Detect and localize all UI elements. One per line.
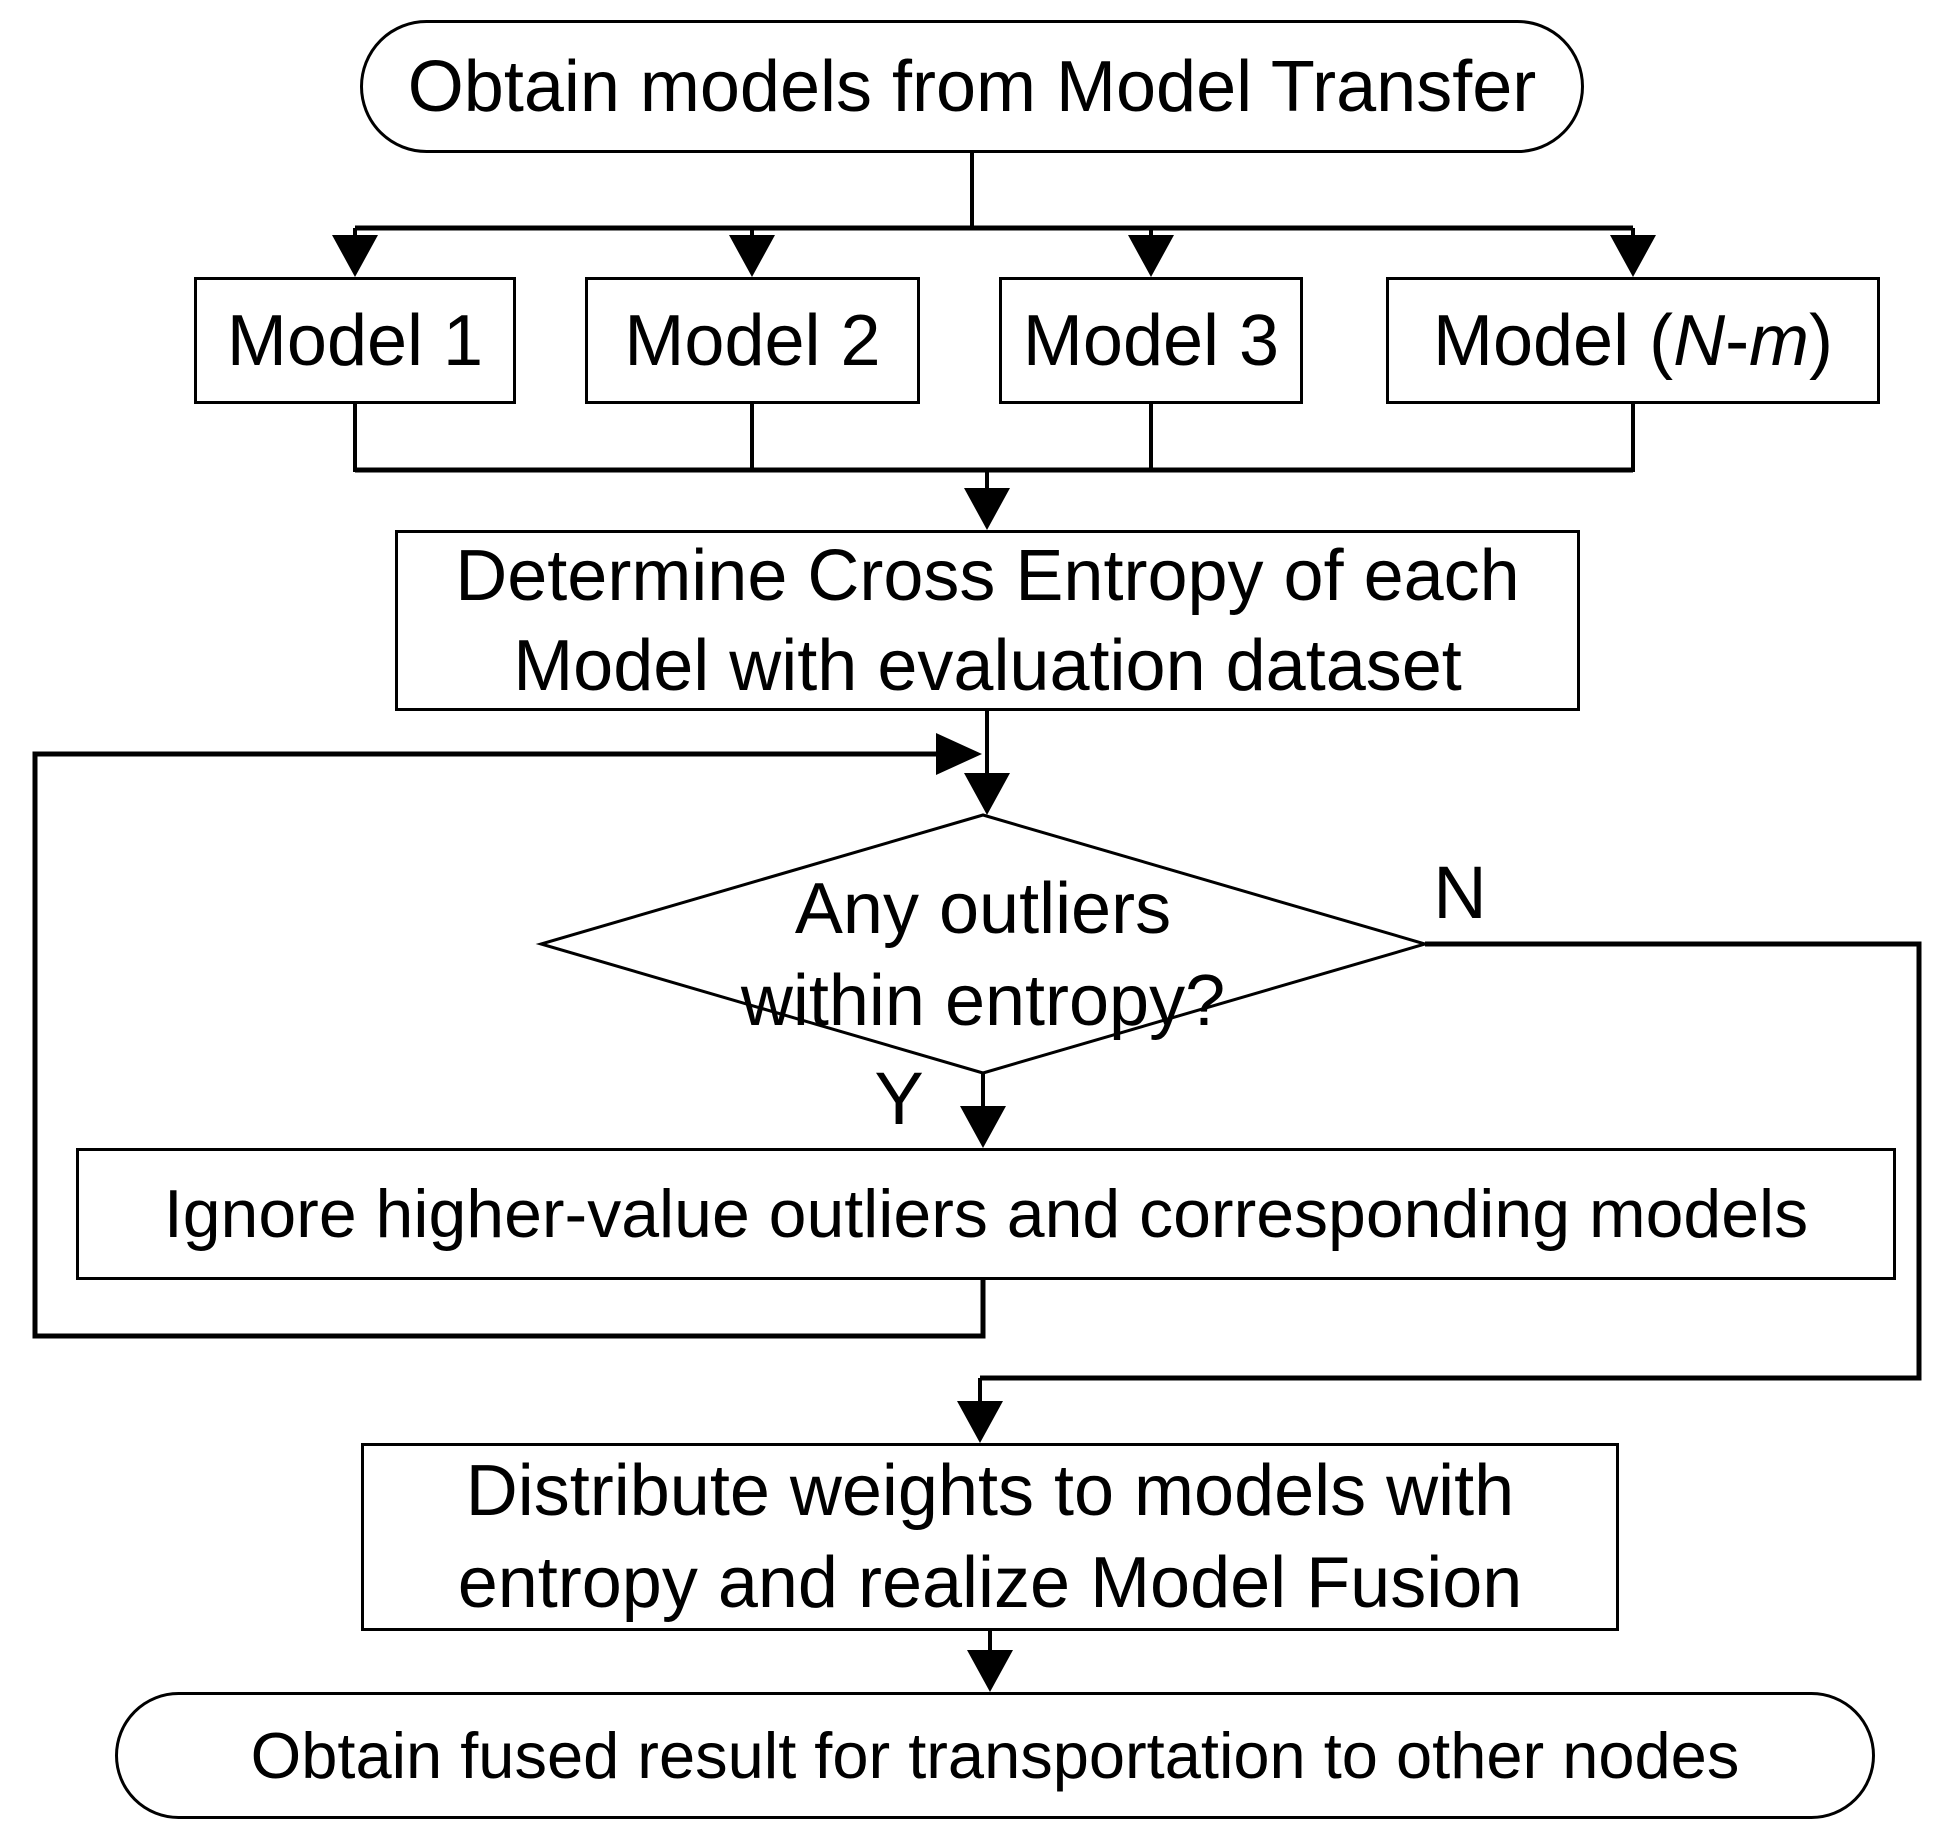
- node-distribute-weights: Distribute weights to models with entrop…: [361, 1443, 1619, 1631]
- arrowhead-down-icon: [1610, 235, 1656, 277]
- node-end: Obtain fused result for transportation t…: [115, 1692, 1875, 1819]
- arrowhead-right-icon: [936, 733, 982, 775]
- node-model-3: Model 3: [999, 277, 1303, 404]
- node-start: Obtain models from Model Transfer: [360, 20, 1584, 153]
- connector-no-path: [980, 941, 1922, 1381]
- node-model-n-minus-m: Model (N-m): [1386, 277, 1880, 404]
- node-model-1: Model 1: [194, 277, 516, 404]
- arrowhead-down-icon: [967, 1650, 1013, 1692]
- node-determine-entropy: Determine Cross Entropy of each Model wi…: [395, 530, 1580, 711]
- node-decision-outliers: Any outliers within entropy?: [633, 862, 1333, 1048]
- node-ignore-outliers-label: Ignore higher-value outliers and corresp…: [163, 1176, 1809, 1252]
- node-decision-outliers-label: Any outliers within entropy?: [740, 869, 1226, 1041]
- node-distribute-weights-label: Distribute weights to models with entrop…: [457, 1451, 1523, 1623]
- node-model-n-minus-m-label: Model (N-m): [1432, 300, 1834, 381]
- node-model-1-label: Model 1: [226, 300, 484, 381]
- arrowhead-down-icon: [957, 1401, 1003, 1443]
- arrowhead-down-icon: [964, 773, 1010, 815]
- branch-label-no: N: [1433, 851, 1487, 934]
- node-ignore-outliers: Ignore higher-value outliers and corresp…: [76, 1148, 1896, 1280]
- arrowhead-down-icon: [729, 235, 775, 277]
- arrowhead-down-icon: [960, 1106, 1006, 1148]
- branch-label-yes: Y: [874, 1057, 924, 1140]
- node-model-2-label: Model 2: [624, 300, 881, 381]
- node-start-label: Obtain models from Model Transfer: [407, 46, 1537, 127]
- variable-n: N: [1673, 300, 1726, 381]
- node-end-label: Obtain fused result for transportation t…: [250, 1719, 1740, 1792]
- variable-m: m: [1749, 300, 1810, 381]
- arrowhead-down-icon: [1128, 235, 1174, 277]
- connector-loopback-path: [32, 751, 986, 1339]
- arrowhead-down-icon: [964, 488, 1010, 530]
- node-model-2: Model 2: [585, 277, 920, 404]
- node-model-3-label: Model 3: [1022, 300, 1280, 381]
- arrowhead-down-icon: [332, 235, 378, 277]
- node-determine-entropy-label: Determine Cross Entropy of each Model wi…: [455, 535, 1520, 706]
